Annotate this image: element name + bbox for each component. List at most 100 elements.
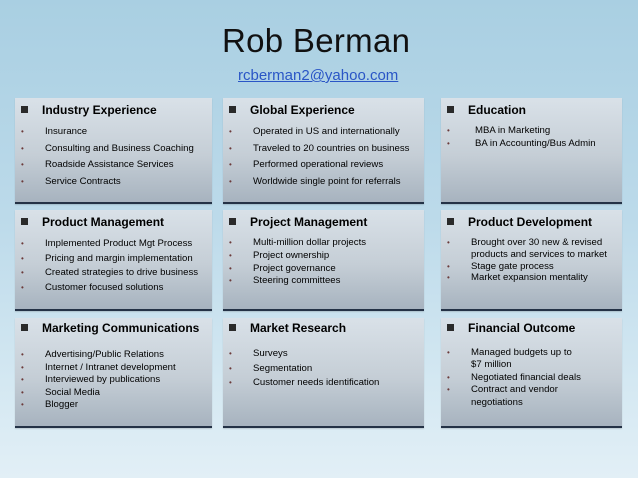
list-item: •Multi-million dollar projects	[229, 237, 367, 248]
list-item: •Consulting and Business Coaching	[21, 141, 208, 158]
item-list: •Insurance •Consulting and Business Coac…	[21, 124, 208, 190]
square-bullet-icon	[21, 218, 28, 225]
list-item: •Managed budgets up to $7 million	[447, 347, 572, 371]
list-item: •Contract and vendor negotiations	[447, 384, 558, 408]
card-global-experience: Global Experience •Operated in US and in…	[223, 98, 424, 204]
bullet-icon: •	[229, 363, 232, 373]
item-list: •Operated in US and internationally •Tra…	[229, 124, 420, 190]
bullet-icon: •	[229, 263, 232, 273]
bullet-icon: •	[447, 139, 450, 148]
card-project-management: Project Management •Multi-million dollar…	[223, 210, 424, 311]
list-item: •Segmentation	[229, 362, 420, 377]
bullet-icon: •	[447, 385, 450, 395]
bullet-icon: •	[229, 238, 232, 247]
card-industry-experience: Industry Experience •Insurance •Consulti…	[15, 98, 212, 204]
list-item: •Worldwide single point for referrals	[229, 174, 420, 191]
bullet-icon: •	[447, 273, 450, 283]
header: Rob Berman rcberman2@yahoo.com	[0, 0, 638, 100]
square-bullet-icon	[21, 324, 28, 331]
item-list: •Surveys •Segmentation •Customer needs i…	[229, 347, 420, 391]
square-bullet-icon	[21, 106, 28, 113]
list-item: •Implemented Product Mgt Process	[21, 237, 208, 252]
card-title: Project Management	[250, 215, 368, 229]
bullet-icon: •	[21, 239, 24, 248]
email-link[interactable]: rcberman2@yahoo.com	[238, 67, 399, 84]
card-title: Marketing Communications	[42, 321, 200, 335]
bullet-icon: •	[21, 143, 24, 153]
card-title: Financial Outcome	[468, 321, 576, 335]
card-title: Global Experience	[250, 103, 355, 117]
list-item: •Blogger	[21, 399, 79, 411]
card-title: Product Management	[42, 215, 165, 229]
square-bullet-icon	[447, 106, 454, 113]
item-list: •Multi-million dollar projects •Project …	[229, 237, 420, 288]
list-item: •Operated in US and internationally	[229, 124, 420, 141]
bullet-icon: •	[229, 349, 232, 358]
list-item: •BA in Accounting/Bus Admin	[447, 138, 596, 149]
list-item: •Market expansion mentality	[447, 272, 588, 284]
list-item: •Social Media	[21, 386, 100, 398]
card-product-development: Product Development •Brought over 30 new…	[441, 210, 622, 311]
bullet-icon: •	[21, 375, 24, 385]
item-list: •Brought over 30 new & revised products …	[447, 237, 618, 284]
list-item: •Stage gate process	[447, 260, 554, 272]
card-financial-outcome: Financial Outcome •Managed budgets up to…	[441, 318, 622, 428]
card-market-research: Market Research •Surveys •Segmentation •…	[223, 318, 424, 428]
card-title: Product Development	[468, 215, 593, 229]
bullet-icon: •	[21, 268, 24, 277]
bullet-icon: •	[21, 160, 24, 169]
card-title: Industry Experience	[42, 103, 157, 117]
bullet-icon: •	[21, 362, 24, 372]
list-item: •Negotiated financial deals	[447, 371, 581, 383]
bullet-icon: •	[229, 378, 232, 388]
card-title: Education	[468, 103, 527, 117]
bullet-icon: •	[447, 261, 450, 271]
bullet-icon: •	[21, 400, 24, 410]
bullet-icon: •	[21, 127, 24, 136]
item-list: •Managed budgets up to $7 million •Negot…	[447, 347, 582, 409]
bullet-icon: •	[21, 387, 24, 397]
bullet-icon: •	[229, 160, 232, 169]
list-item: •Surveys	[229, 347, 420, 362]
bullet-icon: •	[229, 176, 232, 186]
bullet-icon: •	[229, 250, 232, 260]
bullet-icon: •	[447, 126, 450, 135]
person-name: Rob Berman	[222, 22, 411, 59]
list-item: •Traveled to 20 countries on business	[229, 141, 420, 158]
bullet-icon: •	[229, 143, 232, 153]
bullet-icon: •	[21, 253, 24, 263]
card-education: Education •MBA in Marketing •BA in Accou…	[441, 98, 622, 204]
list-item: •Created strategies to drive business	[21, 266, 208, 281]
list-item: •Interviewed by publications	[21, 374, 161, 386]
bullet-icon: •	[21, 176, 24, 186]
square-bullet-icon	[229, 324, 236, 331]
bullet-icon: •	[21, 282, 24, 292]
square-bullet-icon	[447, 324, 454, 331]
bullet-icon: •	[447, 348, 450, 357]
list-item: •MBA in Marketing	[447, 125, 551, 136]
card-title: Market Research	[250, 321, 347, 335]
list-item: •Insurance	[21, 124, 208, 141]
list-item: •Internet / Intranet development	[21, 361, 176, 373]
list-item: •Customer focused solutions	[21, 281, 208, 296]
list-item: •Brought over 30 new & revised products …	[447, 237, 607, 260]
bullet-icon: •	[229, 276, 232, 286]
bullet-icon: •	[447, 238, 450, 247]
card-product-management: Product Management •Implemented Product …	[15, 210, 212, 311]
list-item: •Customer needs identification	[229, 376, 420, 391]
square-bullet-icon	[229, 106, 236, 113]
item-list: •Advertising/Public Relations •Internet …	[21, 349, 208, 412]
card-marketing-communications: Marketing Communications •Advertising/Pu…	[15, 318, 212, 428]
list-item: •Project ownership	[229, 249, 330, 261]
list-item: •Pricing and margin implementation	[21, 252, 208, 267]
item-list: •MBA in Marketing •BA in Accounting/Bus …	[447, 124, 618, 150]
bullet-icon: •	[447, 372, 450, 382]
square-bullet-icon	[229, 218, 236, 225]
list-item: •Roadside Assistance Services	[21, 157, 208, 174]
item-list: •Implemented Product Mgt Process •Pricin…	[21, 237, 208, 295]
list-item: •Advertising/Public Relations	[21, 349, 164, 360]
square-bullet-icon	[447, 218, 454, 225]
bullet-icon: •	[229, 127, 232, 136]
list-item: •Steering committees	[229, 275, 341, 287]
bullet-icon: •	[21, 350, 24, 359]
